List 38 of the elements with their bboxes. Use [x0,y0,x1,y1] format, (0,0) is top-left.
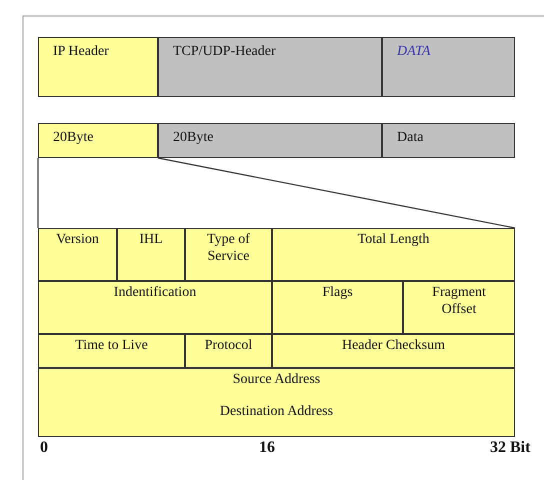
segment-label: Data [397,130,424,146]
header-field-cell [38,228,117,281]
packet-segment [158,123,382,158]
field-label: Flags [321,284,354,301]
header-field-cell [117,228,185,281]
segment-label: 20Byte [53,130,94,146]
segment-label: TCP/UDP-Header [173,44,276,60]
header-field-cell [272,281,403,334]
segment-label: 20Byte [173,130,214,146]
segment-label: IP Header [53,44,109,60]
header-field-cell [38,334,185,368]
field-label: Fragment Offset [431,284,487,318]
field-label: Indentification [112,284,198,301]
field-label: Protocol [204,337,254,354]
field-label: Header Checksum [340,337,446,354]
packet-segment [158,37,382,97]
packet-segment [38,123,158,158]
field-label: Destination Address [218,403,334,420]
header-field-cell [272,228,515,281]
field-label: Version [55,231,100,248]
bit-position-label: 32 Bit [490,439,530,457]
bit-position-label: 16 [259,439,275,457]
header-field-cell [272,334,515,368]
packet-segment [38,37,158,97]
bit-position-label: 0 [40,439,48,457]
field-label: Source Address [232,371,322,388]
header-field-cell [185,334,272,368]
header-field-cell [185,228,272,281]
field-label: Total Length [356,231,430,248]
header-field-cell [38,368,515,437]
packet-segment [382,37,515,97]
header-field-cell [403,281,515,334]
packet-segment [382,123,515,158]
segment-label: DATA [397,44,430,60]
field-label: Type of Service [206,231,251,265]
field-label: IHL [138,231,164,248]
field-label: Time to Live [74,337,149,354]
header-field-cell [38,281,272,334]
